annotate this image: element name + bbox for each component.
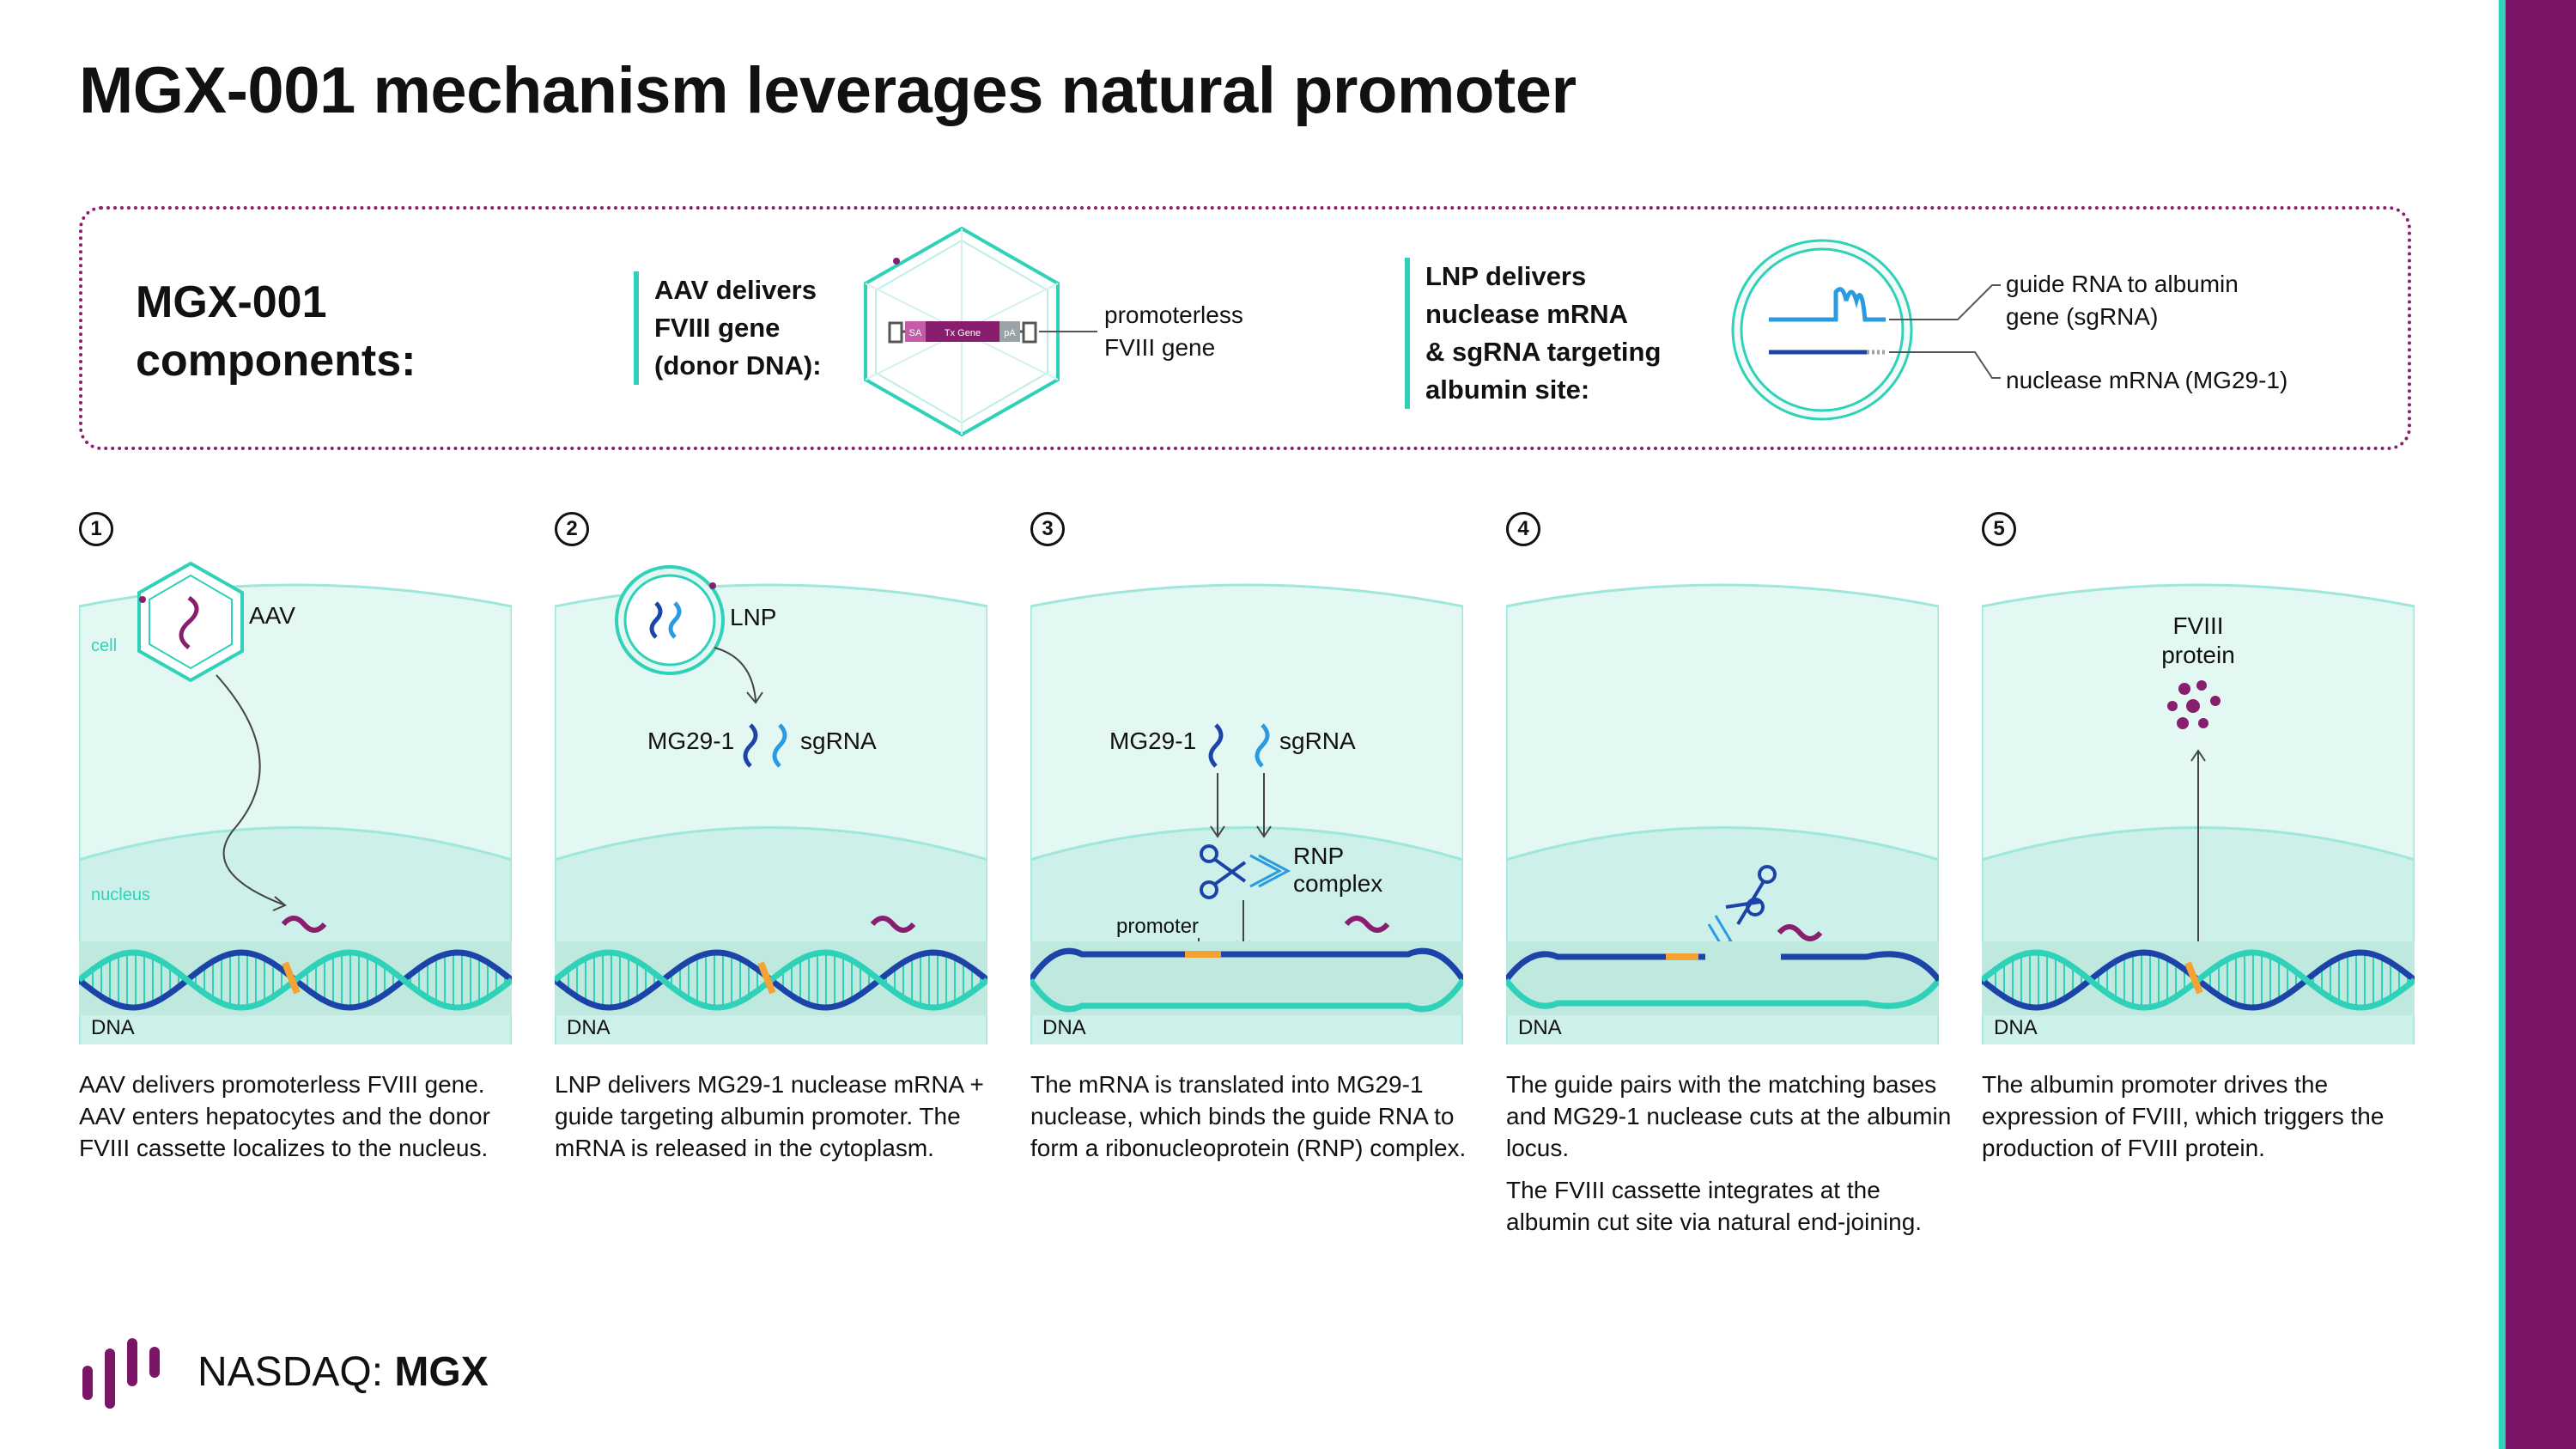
guide-rna-callout: guide RNA to albumin gene (sgRNA)	[2006, 271, 2239, 330]
mg29-label: MG29-1	[647, 728, 734, 754]
dna-label: DNA	[1518, 1016, 1562, 1039]
step-number: 2	[555, 512, 589, 546]
nucleus-label: nucleus	[91, 886, 150, 904]
aav-callout: promoterless FVIII gene	[1104, 301, 1243, 361]
step-description: The mRNA is translated into MG29-1 nucle…	[1030, 1071, 1467, 1161]
step-description: LNP delivers MG29-1 nuclease mRNA + guid…	[555, 1071, 984, 1161]
protein-label: protein	[2161, 642, 2235, 668]
step-description: The albumin promoter drives the expressi…	[1982, 1071, 2385, 1161]
components-panel	[79, 206, 2411, 450]
stock-ticker: NASDAQ: MGX	[197, 1349, 489, 1396]
dna-cut-strands	[1506, 951, 1939, 1009]
dna-label: DNA	[1994, 1016, 2038, 1039]
step-1: 1 cell nucleus AAV DNA AAV delivers prom…	[79, 512, 512, 1371]
lnp-particle-icon	[1731, 239, 1913, 421]
components-heading: MGX-001 components:	[136, 277, 416, 386]
rnp-complex-icon	[1200, 844, 1291, 899]
step-3: 3 MG29-1 sgRNA RNP complex promoter	[1030, 512, 1466, 1371]
step-2: 2 LNP MG29-1 sgRNA DNA LNP delivers MG29…	[555, 512, 987, 1371]
step-description: The guide pairs with the matching bases …	[1506, 1071, 1952, 1235]
dna-label: DNA	[91, 1016, 135, 1039]
rnp-label: RNP	[1293, 843, 1344, 869]
lnp-particle-icon	[615, 565, 725, 675]
step-4: 4 DNA The guide pairs with the matching …	[1506, 512, 1951, 1371]
brand-sidebar-accent	[2499, 0, 2506, 1449]
step-5-illustration: FVIII protein DNA	[1982, 583, 2415, 1044]
aav-capsid-icon	[137, 561, 244, 683]
cassette-gene: Tx Gene	[945, 328, 981, 338]
step-4-illustration: DNA	[1506, 583, 1939, 1044]
complex-label: complex	[1293, 870, 1382, 897]
lnp-label: LNP	[730, 604, 776, 630]
mg29-label: MG29-1	[1109, 728, 1196, 754]
step-1-illustration: cell nucleus AAV DNA	[79, 561, 512, 1044]
step-number: 3	[1030, 512, 1065, 546]
lnp-component-label: LNP delivers nuclease mRNA & sgRNA targe…	[1405, 258, 1661, 409]
aav-component-label: AAV delivers FVIII gene (donor DNA):	[634, 271, 822, 385]
step-description: AAV delivers promoterless FVIII gene. AA…	[79, 1071, 490, 1161]
sgrna-label: sgRNA	[1279, 728, 1356, 754]
aav-label: AAV	[249, 602, 295, 629]
dna-open-bubble	[1030, 947, 1463, 1013]
page-title: MGX-001 mechanism leverages natural prom…	[79, 54, 1577, 127]
sgrna-icon	[1769, 287, 1886, 322]
company-logo	[82, 1338, 160, 1409]
cassette-pa: pA	[1004, 328, 1016, 338]
step-number: 5	[1982, 512, 2016, 546]
cell-label: cell	[91, 636, 117, 655]
step-3-illustration: MG29-1 sgRNA RNP complex promoter DNA	[1030, 583, 1463, 1044]
ticker-symbol: MGX	[394, 1349, 489, 1395]
fviii-cassette: SA Tx Gene pA	[888, 321, 1037, 344]
step-2-illustration: LNP MG29-1 sgRNA DNA	[555, 565, 987, 1044]
dna-label: DNA	[567, 1016, 611, 1039]
dna-helix	[1982, 949, 2415, 1011]
dna-helix	[555, 949, 987, 1011]
exchange-label: NASDAQ:	[197, 1349, 384, 1395]
fviii-protein-icon	[2167, 680, 2221, 729]
cassette-sa: SA	[909, 328, 922, 338]
promoter-label: promoter	[1116, 915, 1199, 938]
component-illustrations: SA Tx Gene pA	[864, 226, 2001, 437]
brand-sidebar	[2499, 0, 2576, 1449]
dna-helix	[79, 949, 512, 1011]
step-5: 5 FVIII protein DNA The albumin promoter…	[1982, 512, 2415, 1371]
step-number: 1	[79, 512, 113, 546]
fviii-label: FVIII	[2172, 612, 2223, 639]
sgrna-label: sgRNA	[800, 728, 877, 754]
nuclease-mrna-callout: nuclease mRNA (MG29-1)	[2006, 367, 2288, 393]
step-number: 4	[1506, 512, 1540, 546]
dna-label: DNA	[1042, 1016, 1086, 1039]
